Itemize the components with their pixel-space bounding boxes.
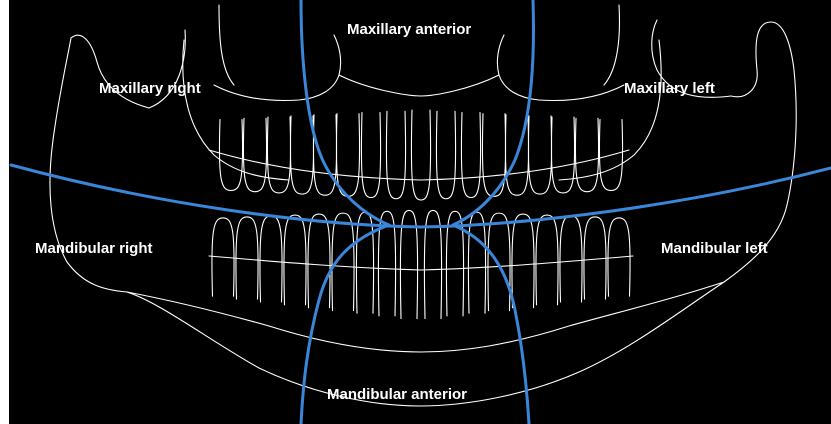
upper-tooth [386,111,405,199]
occlusal-lower [209,256,633,270]
upper-tooth [290,116,313,194]
palate-left [497,35,624,100]
upper-tooth [436,111,455,199]
lower-tooth [356,212,373,313]
lower-tooth [308,214,330,308]
label-maxillary-anterior: Maxillary anterior [347,21,471,39]
palate-right [214,35,341,100]
upper-tooth [461,113,480,198]
label-mandibular-left: Mandibular left [661,240,768,258]
upper-tooth [267,117,290,193]
label-mandibular-right: Mandibular right [35,240,153,258]
upper-tooth [411,110,430,200]
jaw-outline [50,5,796,406]
lower-tooth [512,214,534,308]
upper-tooth [336,114,359,197]
upper-tooth [243,118,266,191]
panoramic-diagram: Maxillary anterior Maxillary right Maxil… [9,0,831,424]
upper-tooth [313,115,336,195]
maxilla-right [183,40,289,180]
occlusal-upper [209,150,629,180]
upper-tooth [528,116,551,194]
upper-tooth [361,113,380,198]
label-mandibular-anterior: Mandibular anterior [327,386,467,404]
upper-teeth-row [219,110,622,200]
upper-tooth [219,120,242,191]
jaw-illustration [9,0,831,424]
lower-tooth [536,215,558,305]
upper-tooth [551,117,574,193]
lower-tooth [468,212,485,313]
region-divider-lines [11,0,831,424]
sinus-midline [339,75,499,96]
lower-tooth [560,216,582,302]
lower-tooth [260,216,282,302]
divider-occlusal-curve [11,165,831,227]
upper-tooth [575,118,598,191]
nasal-cavity [219,5,619,85]
label-maxillary-right: Maxillary right [99,80,201,98]
lower-tooth [488,213,510,311]
lower-tooth [284,215,306,305]
label-maxillary-left: Maxillary left [624,80,715,98]
